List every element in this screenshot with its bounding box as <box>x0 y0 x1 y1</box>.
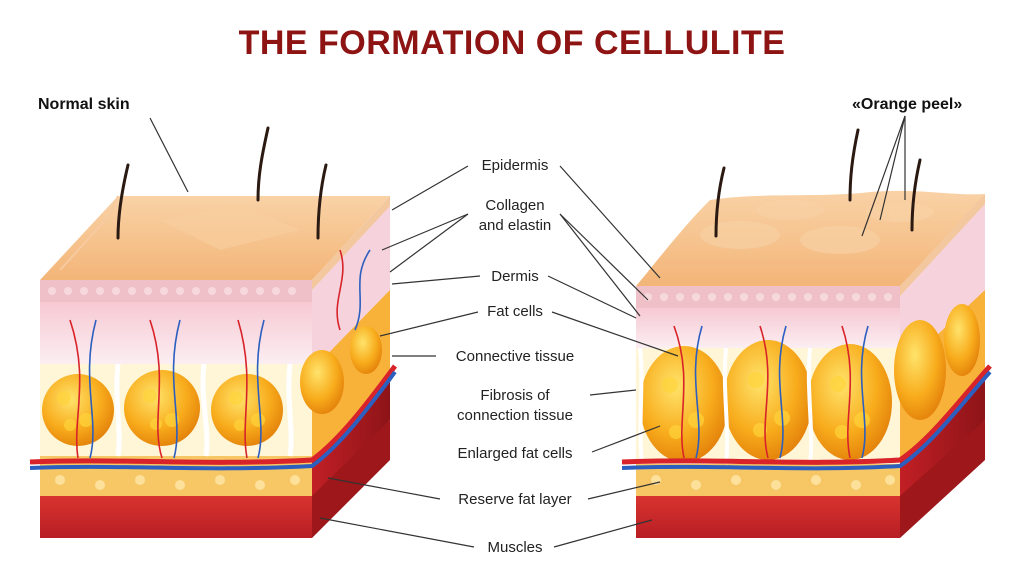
label-reserve-fat-layer: Reserve fat layer <box>458 491 572 508</box>
label-collagen-line2: and elastin <box>478 217 552 234</box>
label-collagen-line1: Collagen <box>485 197 545 214</box>
normal-dermis-layer <box>40 302 312 364</box>
label-fibrosis-line1: Fibrosis of <box>480 387 550 404</box>
diagram-title: THE FORMATION OF CELLULITE <box>238 24 786 62</box>
label-fibrosis-line2: connection tissue <box>457 407 573 424</box>
normal-skin-label: Normal skin <box>38 96 130 113</box>
orange-peel-label: «Orange peel» <box>852 96 963 113</box>
label-epidermis: Epidermis <box>481 157 549 174</box>
orange-peel-block <box>621 128 992 538</box>
leader-lines <box>149 115 906 548</box>
label-dermis: Dermis <box>491 268 539 285</box>
label-enlarged-fat-cells: Enlarged fat cells <box>457 445 573 462</box>
label-muscles: Muscles <box>487 539 543 556</box>
normal-skin-block <box>29 126 398 538</box>
normal-muscle-layer <box>40 496 312 538</box>
label-connective-tissue: Connective tissue <box>455 348 575 365</box>
label-fat-cells: Fat cells <box>487 303 543 320</box>
